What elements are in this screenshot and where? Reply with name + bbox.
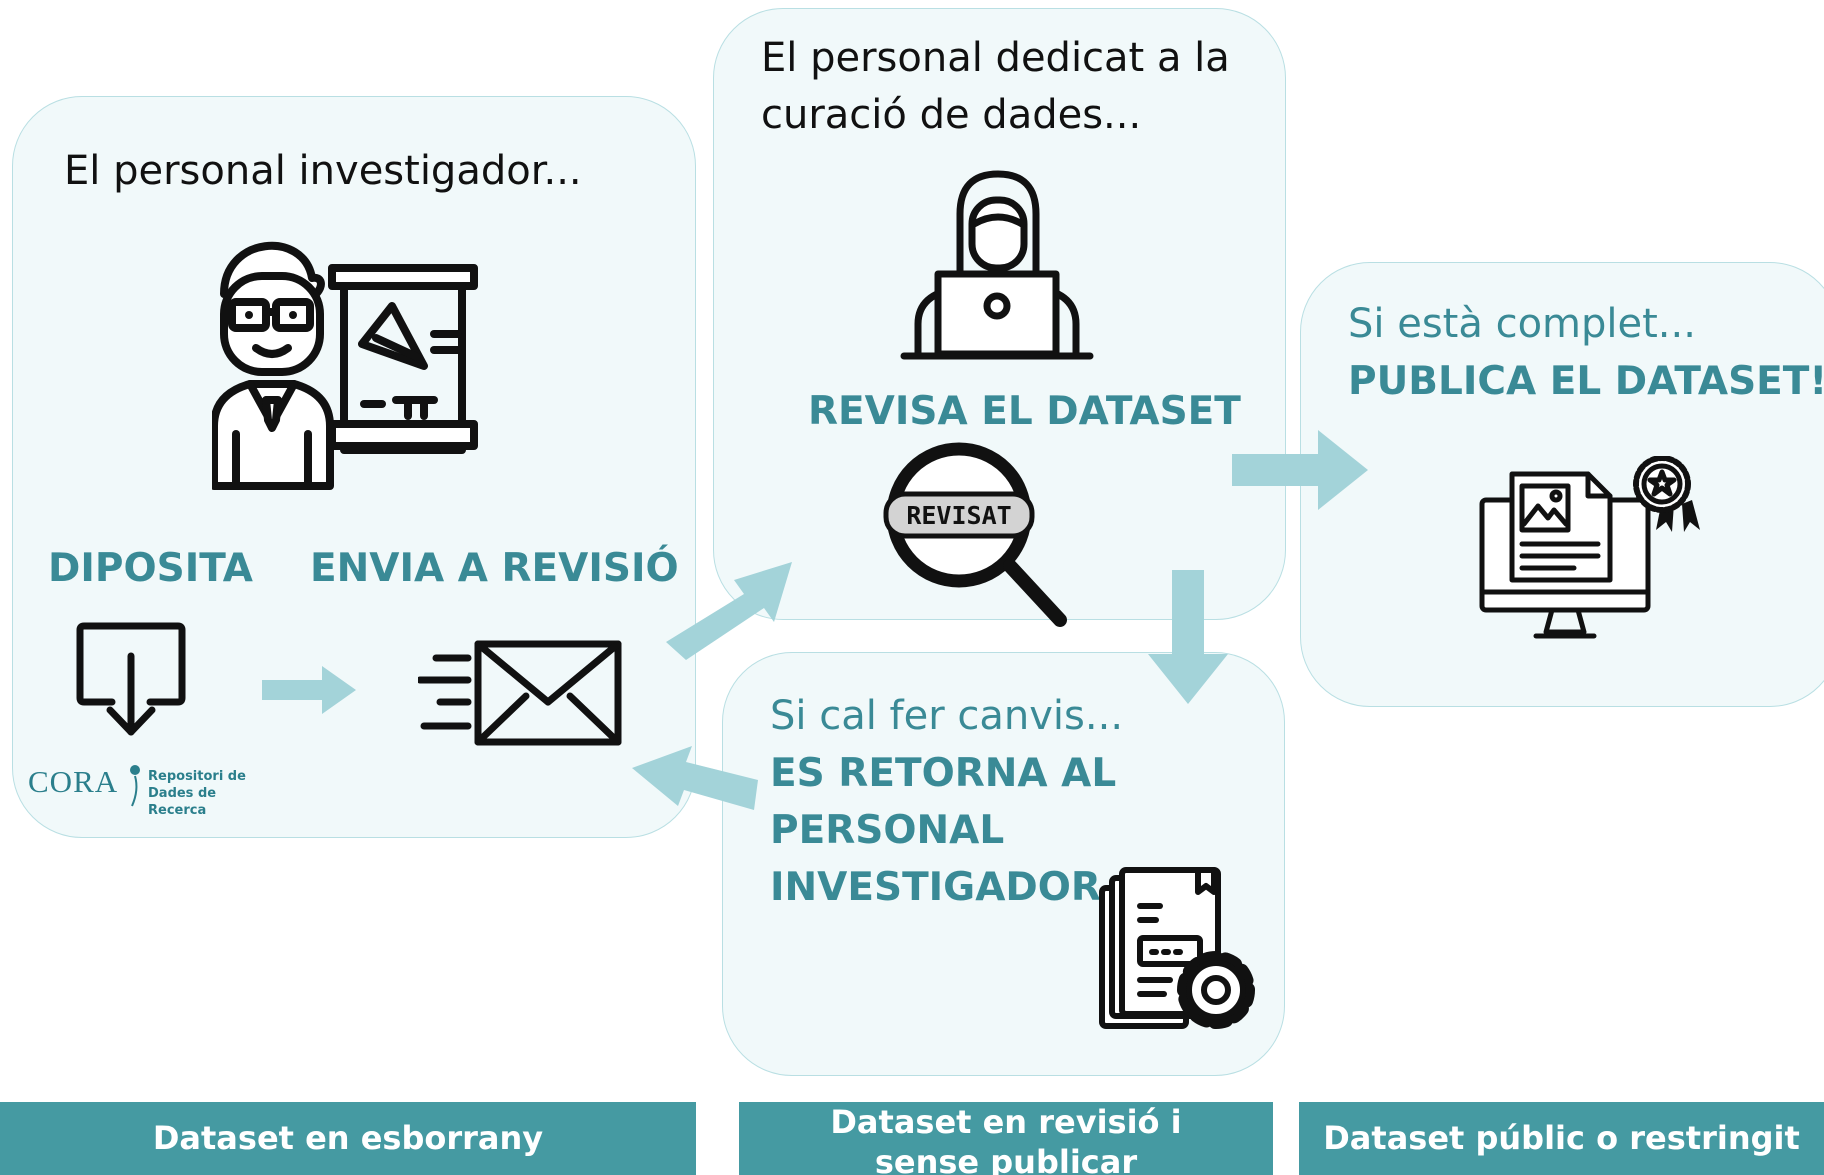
status-bar-public-label: Dataset públic o restringit	[1323, 1119, 1800, 1157]
changes-action-line2: PERSONAL	[770, 808, 1005, 853]
curator-intro-line2: curació de dades...	[761, 92, 1142, 138]
status-bar-review-label-line2: sense publicar	[874, 1143, 1138, 1175]
status-bar-review: Dataset en revisió i sense publicar	[739, 1102, 1273, 1175]
status-bar-public: Dataset públic o restringit	[1299, 1102, 1824, 1175]
arrow-deposit-to-send	[262, 666, 356, 714]
cora-logo: CORA Repositori de Dades de Recerca	[28, 758, 268, 818]
status-bar-review-label-line1: Dataset en revisió i	[830, 1103, 1182, 1141]
changes-intro: Si cal fer canvis...	[770, 693, 1124, 739]
cora-logo-subtitle-line2: Dades de Recerca	[148, 786, 217, 818]
researcher-presentation-icon	[212, 241, 478, 490]
curator-laptop-icon	[900, 170, 1094, 360]
monitor-certified-document-icon	[1479, 456, 1700, 639]
arrow-curator-to-changes	[1148, 570, 1228, 704]
cora-logo-drop-icon	[130, 765, 140, 807]
cora-logo-wordmark: CORA	[28, 764, 119, 799]
publish-action: PUBLICA EL DATASET!	[1348, 359, 1824, 404]
arrow-changes-to-researcher	[632, 746, 758, 810]
download-tray-icon	[76, 622, 186, 736]
researcher-panel	[12, 96, 696, 838]
arrow-curator-to-publish	[1232, 430, 1368, 510]
magnifier-reviewed-icon: REVISAT	[883, 442, 1067, 627]
changes-action-line1: ES RETORNA AL	[770, 751, 1117, 796]
cora-logo-subtitle-line1: Repositori de	[148, 769, 246, 784]
send-label: ENVIA A REVISIÓ	[310, 546, 679, 591]
curator-intro-line1: El personal dedicat a la	[761, 35, 1230, 81]
deposit-label: DIPOSITA	[48, 546, 253, 591]
researcher-intro: El personal investigador...	[64, 148, 582, 194]
status-bar-draft: Dataset en esborrany	[0, 1102, 696, 1175]
arrow-researcher-to-curator	[666, 562, 792, 660]
curator-action: REVISA EL DATASET	[808, 389, 1241, 434]
fast-mail-envelope-icon	[418, 640, 622, 746]
publish-intro: Si està complet...	[1348, 301, 1696, 347]
documents-gear-icon	[1099, 867, 1255, 1029]
status-bar-draft-label: Dataset en esborrany	[152, 1119, 544, 1157]
changes-action-line3: INVESTIGADOR	[770, 865, 1101, 910]
reviewed-stamp-text: REVISAT	[906, 501, 1011, 530]
